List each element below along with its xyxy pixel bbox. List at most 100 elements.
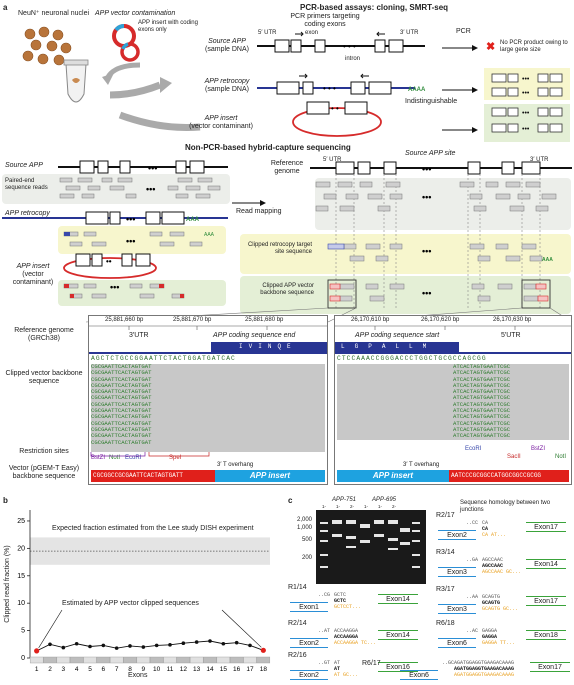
pcr-primers-label: PCR primers targeting coding exons	[290, 13, 360, 28]
exon-block	[243, 656, 257, 664]
igv-left-panel: 25,881,660 bp 25,881,670 bp 25,881,680 b…	[88, 315, 328, 485]
aa-row: LGPALLM	[341, 343, 437, 350]
exon-right-icon: Exon16	[378, 662, 418, 672]
gel-bands	[320, 520, 420, 568]
data-point	[48, 642, 52, 647]
igv-restriction-label: Restriction sites	[19, 448, 69, 455]
seq-top: CA	[482, 520, 489, 526]
svg-text:• • •: • • •	[323, 84, 336, 93]
x-tick-label: 11	[167, 666, 174, 673]
data-point	[88, 644, 92, 649]
data-point	[248, 643, 252, 648]
app-retrocopy-label: APP retrocopy(sample DNA)	[204, 78, 250, 93]
pcr-label: PCR	[456, 28, 471, 35]
x-tick-label: 12	[180, 666, 188, 673]
indistinguishable-label: Indistinguishable	[405, 98, 458, 105]
seq-bot: ACCAAGGA TC...	[334, 640, 377, 646]
clipped-vector-label: Clipped APP vector backbone sequence	[260, 283, 314, 296]
x-tick-label: 3	[62, 666, 66, 673]
region-cds-start: APP coding sequence start	[355, 332, 440, 339]
x-tick-label: 10	[153, 666, 161, 673]
intron-label: intron	[345, 56, 361, 62]
site-bstzi: BstZI	[531, 446, 546, 452]
reference-genome-label: Reference genome	[270, 160, 304, 175]
pcr-title: PCR-based assays: cloning, SMRT-seq	[300, 3, 449, 12]
homology-note: Sequence homology between two junctions	[460, 500, 551, 513]
seq-mid: AGATGGAGGTGAAGACAAAG	[454, 666, 515, 672]
tick-2: 25,881,680 bp	[245, 317, 284, 323]
x-tick-label: 4	[75, 666, 79, 673]
data-point	[208, 639, 212, 643]
svg-text:• •: • •	[331, 104, 339, 113]
hybrid-left-diagram: ••• ••• ••• AAA AAA ••• •• •••	[2, 160, 228, 299]
panel-b-label: b	[3, 496, 8, 505]
region-5utr: 5′UTR	[501, 332, 521, 339]
svg-text:•••: •••	[522, 76, 530, 83]
insert-bar: APP insert	[215, 470, 325, 482]
data-point	[128, 644, 132, 648]
data-point	[74, 641, 79, 646]
flow-arrows	[102, 62, 201, 131]
y-tick-label: 10	[17, 600, 25, 607]
svg-text:•••: •••	[126, 214, 135, 224]
vector-seq-bar: CGCGGCCGCGAATTCACTAGTGATT	[91, 470, 215, 482]
panel-a-label: a	[3, 3, 8, 12]
site-noti: NotI	[109, 455, 121, 461]
data-point	[234, 640, 239, 645]
exon-right-icon: Exon14	[378, 630, 418, 640]
product-bars: ••••••••••••	[491, 73, 563, 133]
source-app-label: Source APP(sample DNA)	[205, 38, 249, 53]
retrocopy-left-label: APP retrocopy	[5, 210, 50, 217]
exon-block	[229, 656, 244, 664]
y-tick-label: 15	[17, 573, 25, 580]
data-point	[141, 645, 146, 649]
seq-top: ACCAAGGA	[334, 628, 359, 634]
aaa-label: AAAA	[408, 87, 426, 93]
y-tick-label: 0	[21, 655, 25, 662]
x-tick-label: 9	[142, 666, 146, 673]
y-tick-label: 5	[21, 628, 25, 635]
seq-bot: AGCCAAC GC...	[482, 569, 522, 575]
svg-text:•••: •••	[522, 126, 530, 133]
exon-right-icon: Exon17	[526, 596, 566, 606]
junction-id: R2/17	[436, 512, 455, 519]
site-brackets	[90, 452, 210, 457]
y-tick-label: 20	[17, 545, 25, 552]
hybrid-title: Non-PCR-based hybrid-capture sequencing	[185, 143, 351, 152]
overhang-label: 3′ T overhang	[403, 462, 440, 468]
source-site-label: Source APP site	[405, 150, 456, 157]
source-app-left-label: Source APP	[5, 162, 43, 169]
exon-block	[123, 656, 137, 664]
junction-id: R1/14	[288, 584, 307, 591]
seq-left: ..AT	[318, 628, 331, 634]
seq-left: ..CG	[318, 592, 331, 598]
x-tick-label: 6	[102, 666, 106, 673]
site-ecori: EcoRI	[465, 446, 482, 452]
site-sacii: SacII	[507, 454, 521, 460]
svg-text:•••: •••	[422, 246, 431, 256]
data-point	[181, 641, 186, 645]
data-point	[61, 645, 66, 650]
utr5-label: 5′ UTR	[258, 30, 277, 36]
exon-block	[149, 656, 164, 664]
retro-box	[58, 226, 226, 254]
tick-1: 26,170,620 bp	[421, 317, 460, 323]
seq-mid: GCAGTG	[482, 600, 501, 606]
svg-text:•••: •••	[422, 164, 431, 174]
gene-diagrams-pcr: • • • • • • • •	[257, 31, 425, 137]
seq-left: ..GC	[442, 660, 455, 666]
igv-vector-label: Vector (pGEM-T Easy) backbone sequence	[8, 465, 80, 480]
junction-id: R3/17	[436, 586, 455, 593]
read-pileup	[337, 364, 569, 440]
region-3utr: 3′UTR	[129, 332, 149, 339]
read-mapping-label: Read mapping	[236, 208, 282, 215]
x-tick-label: 17	[246, 666, 254, 673]
map-retro-box	[240, 234, 571, 274]
data-point	[114, 646, 119, 650]
read-pileup	[91, 364, 325, 452]
data-point	[168, 643, 172, 647]
